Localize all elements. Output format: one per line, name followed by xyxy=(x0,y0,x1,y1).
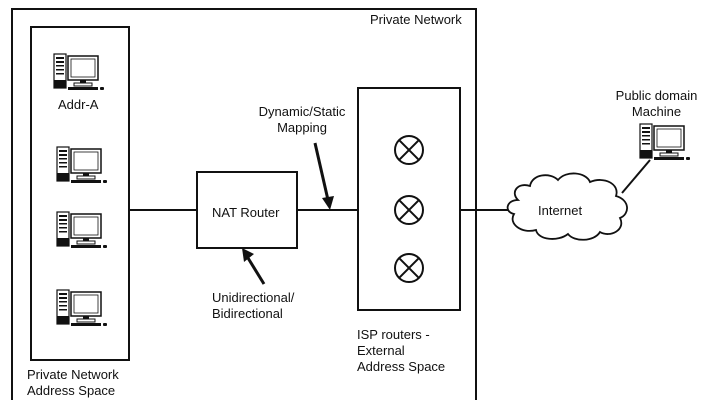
computer-icon xyxy=(56,146,108,184)
private-space-label-line1: Private Network xyxy=(27,367,119,382)
mapping-label-line2: Mapping xyxy=(277,120,327,135)
addr-a-label: Addr-A xyxy=(58,97,99,112)
nat-router-box xyxy=(196,171,298,249)
private-network-label: Private Network xyxy=(370,12,462,27)
private-address-space-box xyxy=(30,26,130,361)
nat-router-label: NAT Router xyxy=(212,205,280,220)
computer-icon xyxy=(639,123,691,161)
router-icon xyxy=(394,195,424,225)
isp-label-line1: ISP routers - xyxy=(357,327,430,342)
private-space-label: Private Network Address Space xyxy=(27,367,119,399)
computer-icon xyxy=(56,211,108,249)
router-icon xyxy=(394,253,424,283)
public-machine-label: Public domain Machine xyxy=(610,88,703,120)
arrow-icon xyxy=(242,248,266,285)
computer-icon xyxy=(56,289,108,327)
private-network-frame xyxy=(11,8,477,400)
isp-label: ISP routers - External Address Space xyxy=(357,327,445,375)
direction-label-line2: Bidirectional xyxy=(212,306,283,321)
direction-label: Unidirectional/ Bidirectional xyxy=(212,290,294,322)
isp-label-line2: External xyxy=(357,343,405,358)
link-internet-to-public xyxy=(621,159,651,194)
direction-label-line1: Unidirectional/ xyxy=(212,290,295,305)
cloud-icon xyxy=(506,172,628,241)
router-icon xyxy=(394,135,424,165)
mapping-label-line1: Dynamic/Static xyxy=(258,104,346,119)
mapping-label: Dynamic/Static Mapping xyxy=(242,104,362,136)
arrow-icon xyxy=(313,142,334,210)
public-machine-label-line2: Machine xyxy=(631,104,682,119)
computer-icon xyxy=(53,53,105,91)
internet-label: Internet xyxy=(538,203,583,218)
isp-label-line3: Address Space xyxy=(357,359,446,374)
public-machine-label-line1: Public domain xyxy=(615,88,698,103)
private-space-label-line2: Address Space xyxy=(27,383,116,398)
